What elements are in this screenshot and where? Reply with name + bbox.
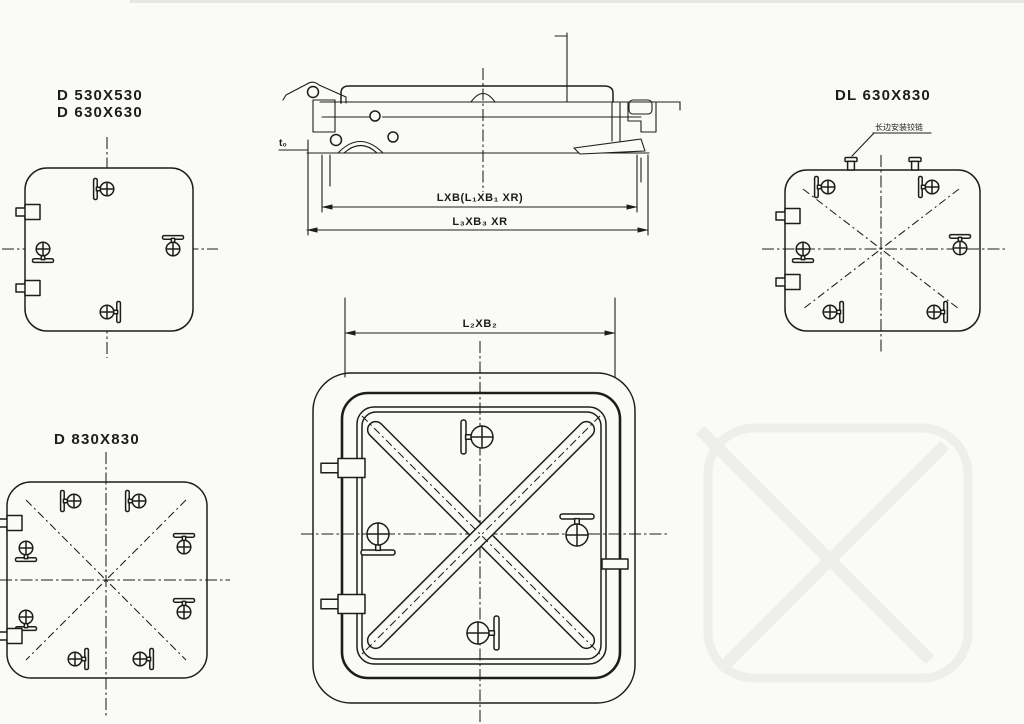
gasket-line-outer [356, 406, 607, 665]
clamp-icon [460, 419, 494, 455]
cover-outline [784, 169, 981, 332]
view-label-d830: D 830X830 [54, 431, 140, 448]
clamp-icon [124, 489, 147, 513]
scan-ghost [130, 0, 1024, 683]
view-label-d630: D 630X630 [57, 104, 143, 121]
view-front: L₂XB₂ [301, 297, 668, 724]
view-square-large: D 830X830 [0, 431, 230, 716]
hinge-icon [0, 627, 23, 645]
cross-stiffeners [361, 415, 601, 655]
clamp-icon [132, 647, 155, 671]
clamp-icon [559, 513, 595, 547]
clamp-icon [948, 233, 972, 256]
cover-outline [340, 391, 622, 680]
clamp-icon [466, 615, 500, 651]
clamp-icon [926, 300, 949, 324]
clamp-icon [67, 647, 90, 671]
hinge-note: 长边安装铰链 [875, 122, 923, 132]
view-label-dl630x830: DL 630X830 [835, 87, 931, 104]
hinge-icon [320, 593, 366, 615]
clamp-icon [14, 609, 38, 632]
thickness-label: t₀ [279, 138, 287, 149]
hinge-icon [775, 207, 801, 225]
clamp-icon [14, 540, 38, 563]
mounting-lug-icon [844, 156, 858, 171]
view-label-d530: D 530X530 [57, 87, 143, 104]
hinge-mechanism [282, 81, 399, 154]
dimension-label-inner: LXB(L₁XB₁ XR) [437, 192, 524, 204]
view-rect-dl: DL 630X830 长边安装铰链 [762, 87, 1005, 354]
mounting-lug-icon [908, 156, 922, 171]
diagonal-centerline [802, 188, 960, 310]
side-handle [601, 558, 629, 570]
clamp-icon [791, 241, 815, 264]
clamp-icon [59, 489, 82, 513]
clamp-icon [917, 175, 940, 199]
view-square-small: D 530X530 D 630X630 [2, 87, 218, 358]
cover-outline [6, 481, 208, 679]
clamp-icon [813, 175, 836, 199]
hinge-icon [15, 279, 41, 297]
hinge-icon [15, 203, 41, 221]
diagonal-centerline [25, 499, 187, 661]
hinge-icon [320, 457, 366, 479]
dimension-label-width: L₂XB₂ [463, 318, 498, 330]
clamp-icon [172, 597, 196, 620]
clamp-icon [172, 532, 196, 555]
closing-wedge [573, 99, 657, 155]
clamp-icon [360, 522, 396, 556]
diagonal-centerline [25, 499, 187, 661]
note-leader-line [851, 132, 875, 157]
hinge-icon [0, 514, 23, 532]
cover-outline [24, 167, 194, 332]
dimension-label-outer: L₃XB₃ XR [452, 216, 507, 228]
cover-plate-profile [340, 85, 614, 104]
gasket-line-inner [361, 411, 602, 660]
hinge-icon [775, 273, 801, 291]
clamp-icon [822, 300, 845, 324]
coaming-outline [312, 372, 636, 704]
view-section: t₀ LXB(L₁XB₁ XR) L₃XB₃ XR [278, 32, 681, 236]
